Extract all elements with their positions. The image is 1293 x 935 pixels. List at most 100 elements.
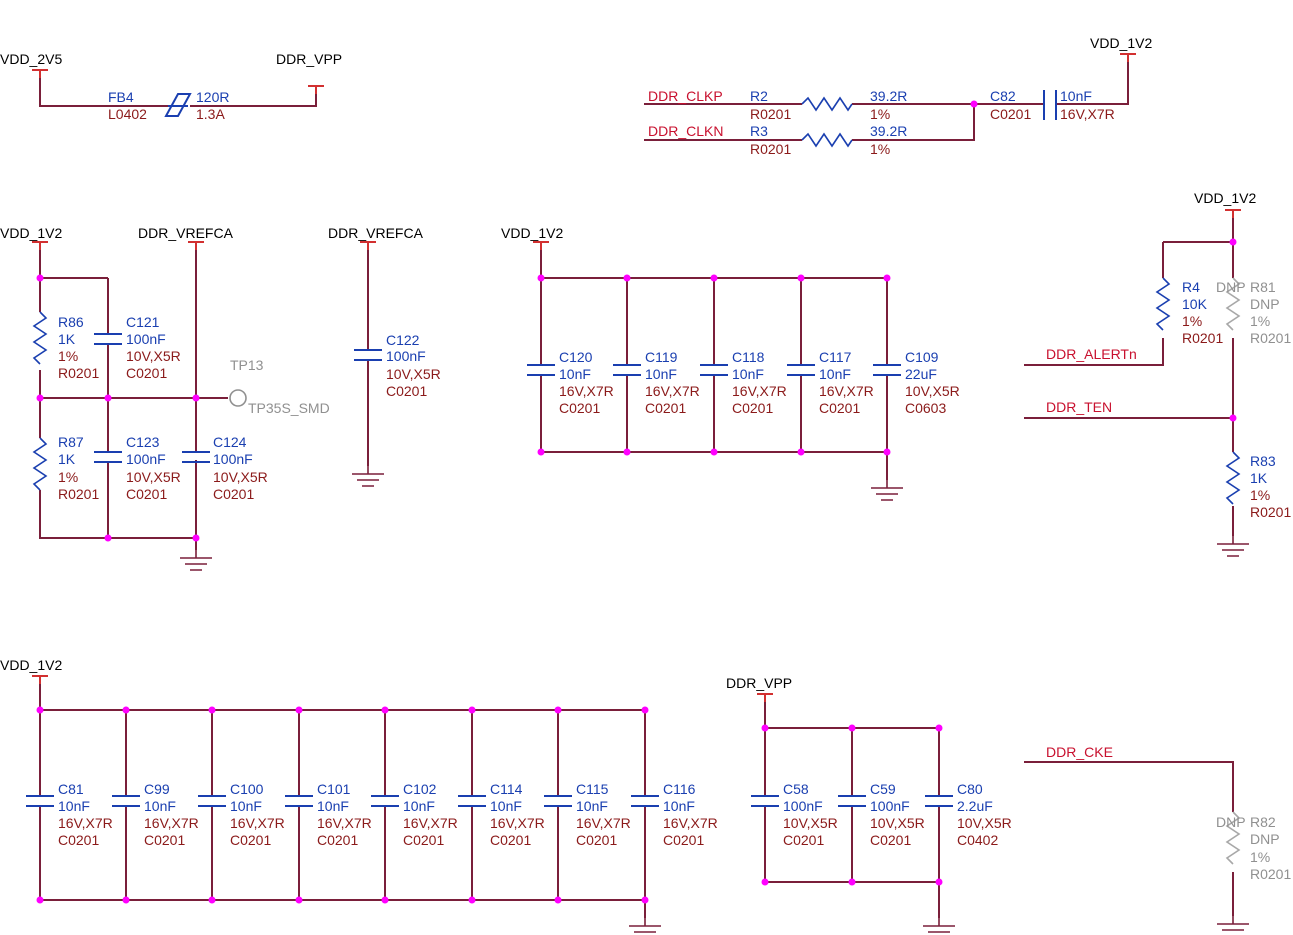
capacitor-rating: 16V,X7R [559,383,614,399]
c82-rating: 16V,X7R [1060,106,1115,122]
capacitor-symbol [700,364,728,376]
c123-value: 100nF [126,451,166,467]
junction [468,896,476,904]
power-port-vdd-1v2-row1 [533,241,549,250]
capacitor-symbol [458,795,486,807]
power-port-vrefca-cap [360,241,376,250]
capacitor-ref: C118 [732,349,765,365]
power-port-vdd-1v2-divider [32,241,48,250]
block-clock-termination: VDD_1V2 DDR_CLKP DDR_CLKN R2 R0201 39.2R… [644,35,1152,157]
r3-tolerance: 1% [870,141,890,157]
c124-symbol [182,451,210,463]
vdd-1v2-row1-label: VDD_1V2 [501,225,563,241]
block-vrefca-divider: VDD_1V2 DDR_VREFCA R86 1K 1% R0201 C121 … [0,225,330,571]
junction [1229,414,1237,422]
vdd-1v2-top-label: VDD_1V2 [1090,35,1152,51]
r2-tolerance: 1% [870,106,890,122]
junction [761,724,769,732]
capacitor-ref: C59 [870,781,896,797]
capacitor-value: 10nF [645,366,677,382]
gnd-row1 [871,480,903,501]
vpp-capacitors: C58100nF10V,X5RC0201C59100nF10V,X5RC0201… [751,724,1012,886]
capacitor-rating: 16V,X7R [576,815,631,831]
ddr-vpp-decap-label: DDR_VPP [726,675,792,691]
ddr-cke-label: DDR_CKE [1046,744,1113,760]
r86-value: 1K [58,331,76,347]
junction [537,274,545,282]
power-port-vdd-1v2-row2 [32,675,48,684]
c123-package: C0201 [126,486,167,502]
capacitor-rating: 16V,X7R [403,815,458,831]
capacitor-symbol [787,364,815,376]
block-vpp-decoupling: DDR_VPP C58100nF10V,X5RC0201C59100nF10V,… [726,675,1012,933]
junction [797,448,805,456]
capacitor-package: C0201 [58,832,99,848]
r83-value: 1K [1250,470,1268,486]
ferrite-bead-symbol [164,93,192,117]
block-cke: DDR_CKE DNP R82 DNP 1% R0201 [1024,744,1291,931]
vdd-1v2-divider-label: VDD_1V2 [0,225,62,241]
junction [104,534,112,542]
junction [797,274,805,282]
capacitor-rating: 16V,X7R [58,815,113,831]
junction [208,706,216,714]
r81-tolerance: 1% [1250,313,1270,329]
junction [554,896,562,904]
junction [761,878,769,886]
c123-symbol [94,451,122,463]
power-port-vdd-1v2-right [1225,209,1241,218]
c122-package: C0201 [386,383,427,399]
capacitor-value: 10nF [230,798,262,814]
capacitor-package: C0201 [663,832,704,848]
gnd-r83 [1217,536,1249,557]
capacitor-value: 10nF [403,798,435,814]
capacitor-ref: C80 [957,781,983,797]
row1-capacitors: C12010nF16V,X7RC0201C11910nF16V,X7RC0201… [527,274,960,456]
junction [36,394,44,402]
vrefca-divider-label: DDR_VREFCA [138,225,234,241]
r82-symbol [1225,811,1241,865]
capacitor-symbol [112,795,140,807]
capacitor-symbol [838,795,866,807]
c121-symbol [94,333,122,345]
gnd-divider [180,550,212,571]
capacitor-value: 2.2uF [957,798,993,814]
capacitor-value: 10nF [732,366,764,382]
capacitor-symbol [527,364,555,376]
power-port-vdd-1v2-top [1120,53,1136,62]
r4-tolerance: 1% [1182,313,1202,329]
r82-tolerance: 1% [1250,849,1270,865]
junction [295,706,303,714]
ddr-alertn-label: DDR_ALERTn [1046,346,1137,362]
r82-ref: R82 [1250,814,1276,830]
fb4-current: 1.3A [196,106,225,122]
vrefca-cap-label: DDR_VREFCA [328,225,424,241]
capacitor-ref: C115 [576,781,609,797]
capacitor-symbol [26,795,54,807]
r4-package: R0201 [1182,330,1223,346]
capacitor-symbol [198,795,226,807]
junction [381,706,389,714]
r4-value: 10K [1182,296,1208,312]
capacitor-rating: 16V,X7R [732,383,787,399]
junction [192,534,200,542]
r81-value: DNP [1250,296,1280,312]
capacitor-package: C0201 [870,832,911,848]
junction [848,724,856,732]
c121-ref: C121 [126,314,160,330]
capacitor-package: C0201 [732,400,773,416]
capacitor-ref: C109 [905,349,939,365]
junction [295,896,303,904]
test-point-symbol [229,389,247,407]
capacitor-symbol [631,795,659,807]
r82-value: DNP [1250,831,1280,847]
c82-value: 10nF [1060,88,1092,104]
